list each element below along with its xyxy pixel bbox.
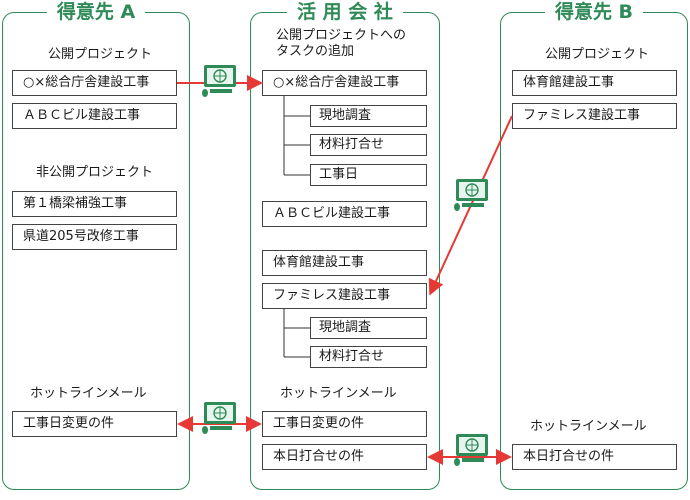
computer-icon — [202, 65, 236, 97]
company-hotline-1[interactable]: 工事日変更の件 — [262, 411, 427, 437]
client-a-hotline-heading: ホットラインメール — [30, 386, 147, 401]
client-a-private-1[interactable]: 第１橋梁補強工事 — [12, 191, 177, 217]
client-a-project-1[interactable]: ○×総合庁舎建設工事 — [12, 70, 177, 96]
client-a-project-2[interactable]: ＡＢＣビル建設工事 — [12, 103, 177, 129]
client-a-private-heading: 非公開プロジェクト — [36, 165, 154, 180]
client-b-public-heading: 公開プロジェクト — [545, 47, 650, 62]
computer-icon — [202, 402, 236, 434]
client-b-hotline-1[interactable]: 本日打合せの件 — [512, 444, 677, 470]
company-task-1-2[interactable]: 材料打合せ — [310, 134, 427, 156]
client-b-hotline-heading: ホットラインメール — [530, 419, 647, 434]
company-hotline-2[interactable]: 本日打合せの件 — [262, 444, 427, 470]
client-b-project-1[interactable]: 体育館建設工事 — [512, 70, 677, 96]
computer-icon — [454, 434, 488, 466]
company-project-4[interactable]: ファミレス建設工事 — [262, 283, 427, 309]
company-task-1-3[interactable]: 工事日 — [310, 164, 427, 186]
client-a-public-heading: 公開プロジェクト — [48, 47, 153, 62]
client-b-project-2[interactable]: ファミレス建設工事 — [512, 103, 677, 129]
company-task-4-2[interactable]: 材料打合せ — [310, 346, 427, 368]
company-task-4-1[interactable]: 現地調査 — [310, 317, 427, 339]
client-a-title: 得意先 A — [46, 1, 146, 23]
client-a-private-2[interactable]: 県道205号改修工事 — [12, 224, 177, 250]
computer-icon — [454, 179, 488, 211]
company-project-2[interactable]: ＡＢＣビル建設工事 — [262, 201, 427, 227]
company-title: 活 用 会 社 — [287, 1, 403, 23]
company-project-3[interactable]: 体育館建設工事 — [262, 250, 427, 276]
client-b-title: 得意先 B — [544, 1, 644, 23]
company-task-1-1[interactable]: 現地調査 — [310, 105, 427, 127]
company-project-1[interactable]: ○×総合庁舎建設工事 — [262, 70, 427, 96]
company-hotline-heading: ホットラインメール — [280, 386, 397, 401]
company-heading: 公開プロジェクトへの タスクの追加 — [276, 28, 407, 59]
client-a-hotline-1[interactable]: 工事日変更の件 — [12, 411, 177, 437]
